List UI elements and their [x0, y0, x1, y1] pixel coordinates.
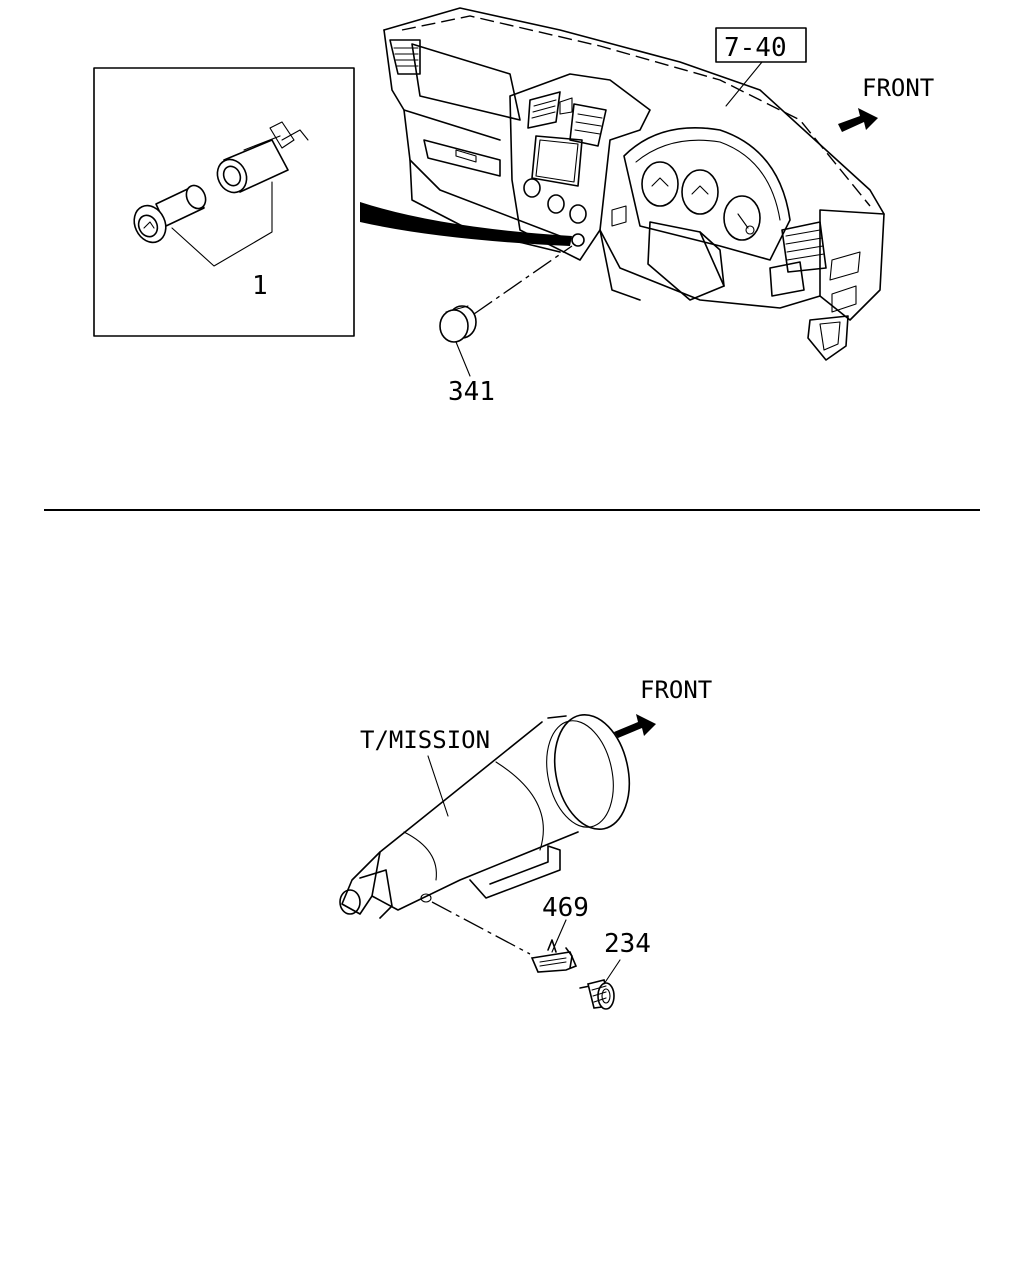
instrument-panel — [383, 7, 885, 361]
ref-label: 7-40 — [724, 33, 787, 63]
transmission-housing — [339, 713, 631, 919]
front-label-top: FRONT — [862, 74, 934, 102]
ref-box — [715, 27, 807, 63]
front-arrow-bottom — [614, 714, 656, 738]
top-section: 1 — [93, 7, 934, 407]
front-label-bottom: FRONT — [640, 676, 712, 704]
bottom-section: FRONT T/MISSION — [339, 676, 712, 1010]
bracket-dash-leader — [431, 901, 531, 955]
plug-part — [439, 305, 477, 343]
part-number-469: 469 — [542, 893, 589, 923]
part-number-234: 234 — [604, 929, 651, 959]
detail-pointer-arrow — [360, 202, 572, 246]
leader-part-469 — [551, 919, 567, 953]
leader-part-1 — [171, 181, 273, 267]
cigar-lighter-plug — [133, 184, 207, 244]
plug-dash-leader — [473, 245, 573, 315]
detail-inset-box — [93, 67, 355, 337]
leader-part-234 — [603, 959, 621, 985]
cigar-lighter-socket — [216, 121, 309, 194]
part-number-341: 341 — [448, 377, 495, 407]
part-number-1: 1 — [252, 271, 268, 301]
leader-part-341 — [455, 341, 471, 377]
front-arrow-top — [838, 108, 878, 132]
leader-transmission — [427, 755, 449, 817]
transmission-label: T/MISSION — [360, 726, 490, 754]
switch-part — [579, 979, 615, 1010]
leader-ref — [725, 61, 763, 107]
bracket-part — [530, 939, 578, 973]
